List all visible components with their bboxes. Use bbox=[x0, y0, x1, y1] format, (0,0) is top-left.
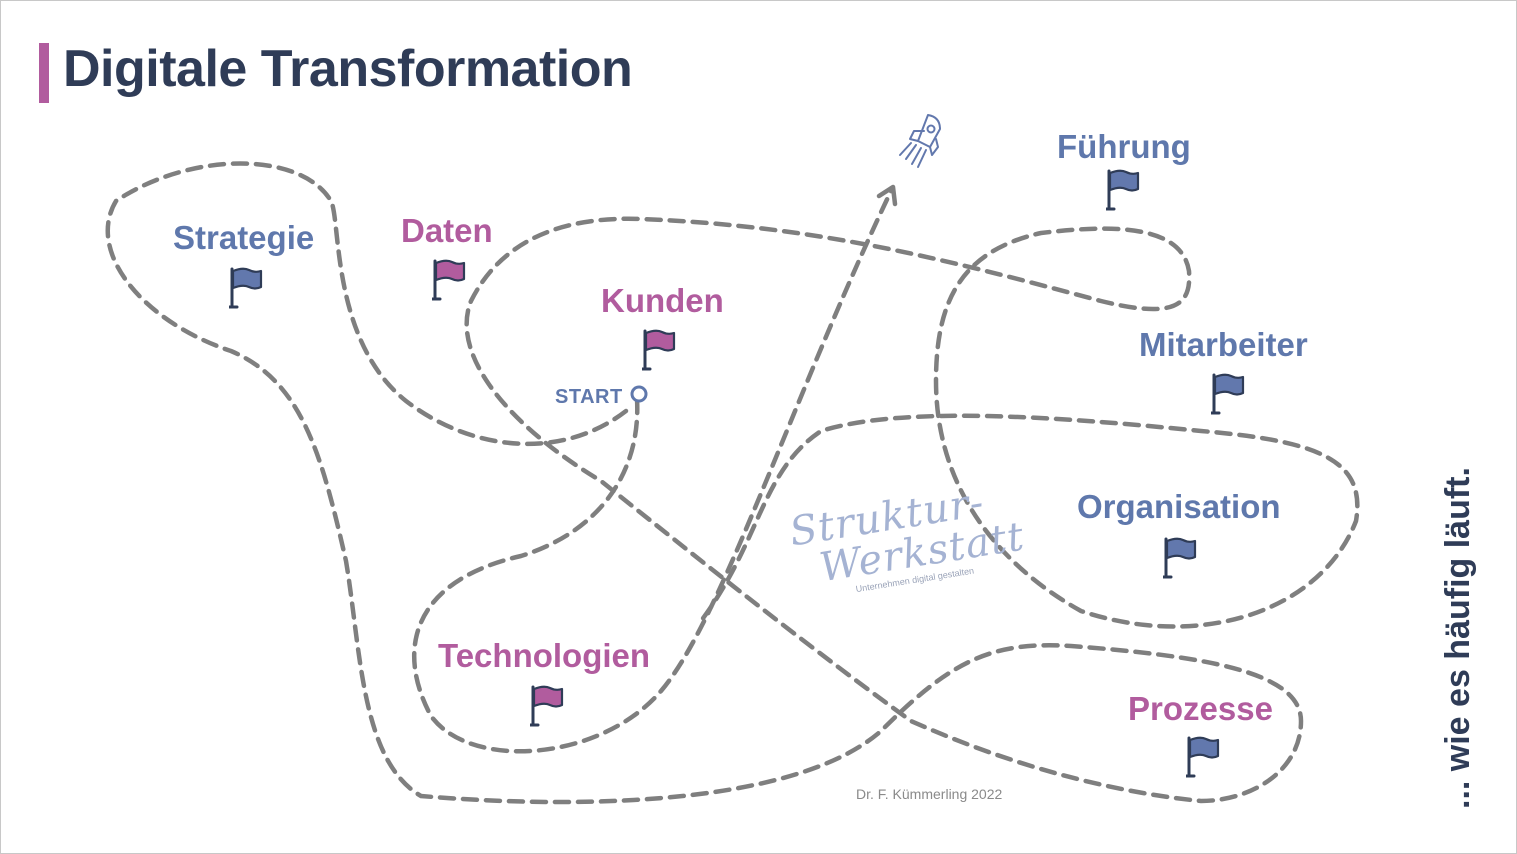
flag-icon bbox=[1163, 537, 1197, 579]
flag-icon bbox=[530, 685, 564, 727]
topic-mitarbeiter: Mitarbeiter bbox=[1139, 326, 1308, 363]
dashed-paths bbox=[105, 161, 1360, 805]
topic-fuehrung: Führung bbox=[1057, 128, 1191, 165]
page-title: Digitale Transformation bbox=[63, 40, 633, 98]
topic-kunden: Kunden bbox=[601, 282, 724, 319]
side-caption: ... wie es häufig läuft. bbox=[1439, 467, 1477, 809]
start-label: START bbox=[555, 386, 623, 408]
flag-icon bbox=[432, 259, 466, 301]
footer-credit: Dr. F. Kümmerling 2022 bbox=[856, 786, 1003, 802]
topic-organisation: Organisation bbox=[1077, 488, 1281, 525]
topic-strategie: Strategie bbox=[173, 219, 315, 256]
title-accent-bar bbox=[39, 43, 49, 103]
flag-icon bbox=[229, 267, 263, 309]
topic-prozesse: Prozesse bbox=[1128, 690, 1273, 727]
rocket-icon bbox=[899, 114, 941, 168]
start-circle-icon bbox=[630, 385, 648, 403]
flag-icon bbox=[1211, 373, 1245, 415]
flag-icon bbox=[1186, 736, 1220, 778]
flag-icon bbox=[642, 329, 676, 371]
topic-daten: Daten bbox=[401, 212, 493, 249]
flag-icon bbox=[1106, 169, 1140, 211]
topic-technologien: Technologien bbox=[438, 637, 651, 674]
arrow-head bbox=[876, 184, 898, 207]
